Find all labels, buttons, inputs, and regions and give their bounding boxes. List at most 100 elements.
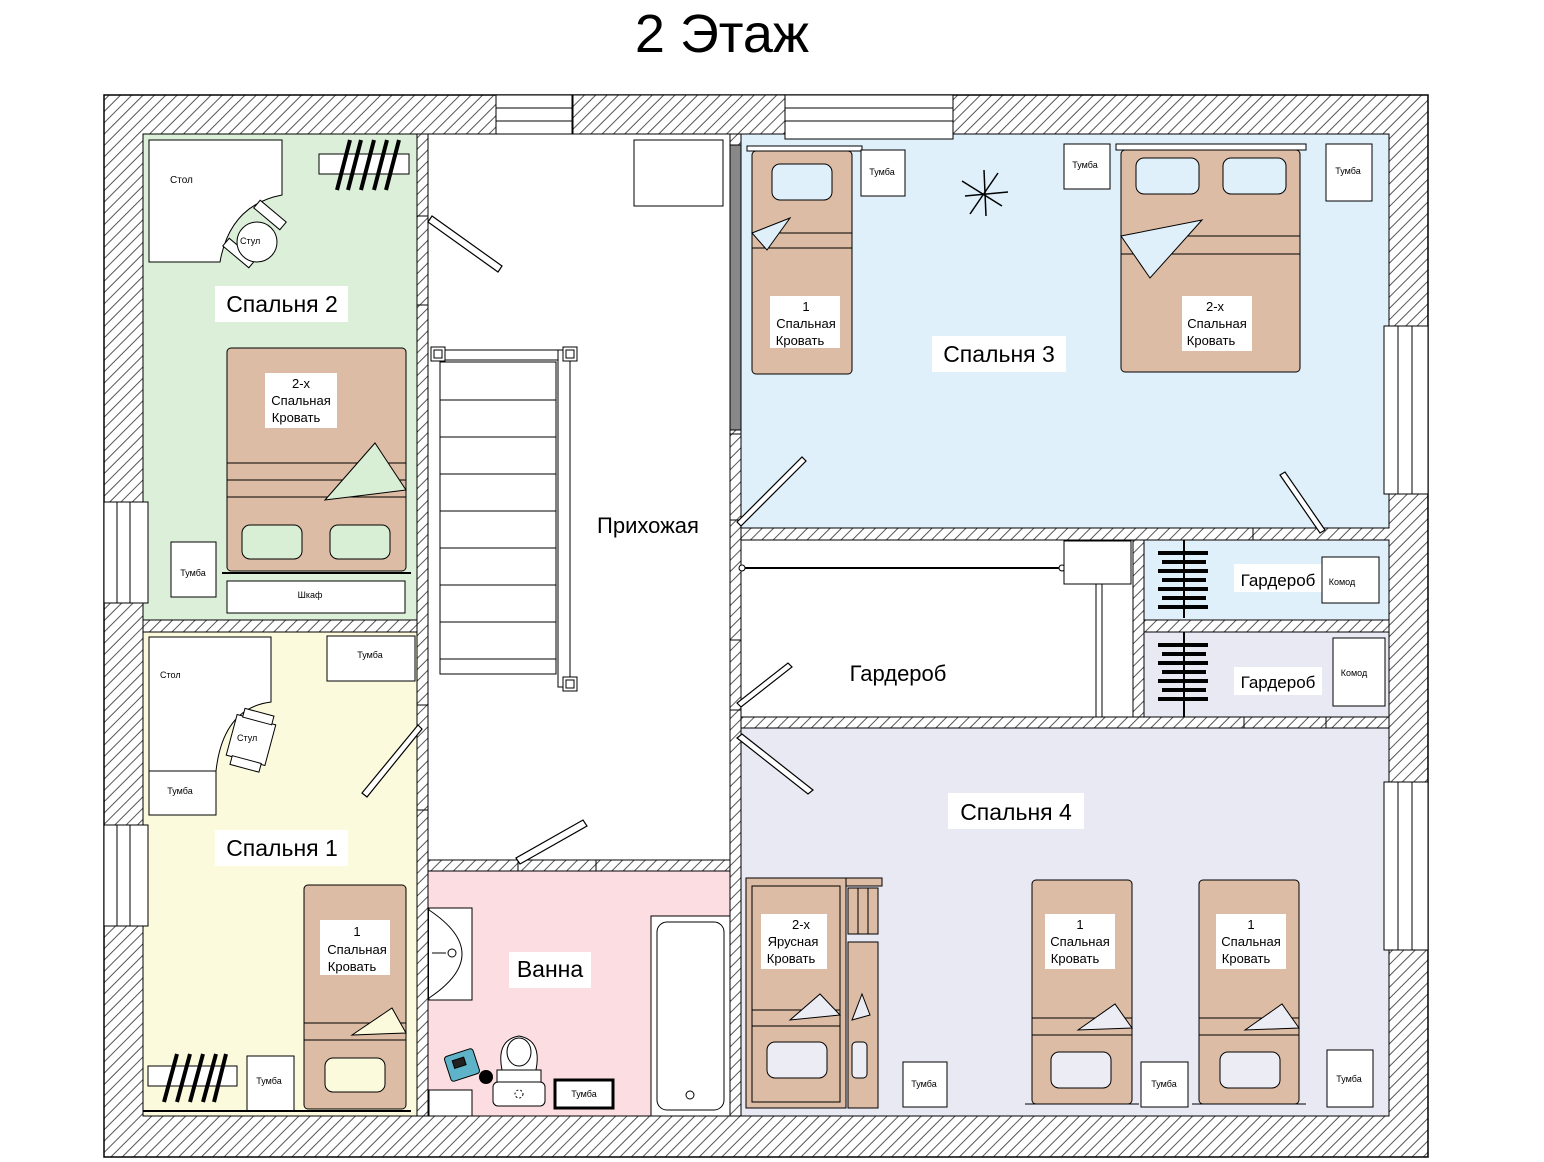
bedroom3-tumba-2 <box>1063 143 1111 190</box>
bedroom4-label-bg <box>948 793 1084 829</box>
bedroom2-shkaf-label: Шкаф <box>298 590 323 600</box>
bedroom1-tumba-top-label: Тумба <box>357 650 382 660</box>
bedroom4-single-bed-2-label-1: 1 <box>1247 917 1254 932</box>
wall-hall-right-bot <box>729 709 742 1117</box>
wall-hall-left-top <box>416 133 429 217</box>
bedroom3-label: Спальня 3 <box>943 341 1055 367</box>
bedroom1-label: Спальня 1 <box>226 835 338 861</box>
wall-hall-bath-right <box>595 859 731 872</box>
bedroom4-tumba-1 <box>902 1061 948 1108</box>
bedroom4-single-bed-1-label-3: Кровать <box>1051 951 1100 966</box>
bedroom3-double-bed-label-3: Кровать <box>1187 333 1236 348</box>
bathroom-tumba <box>553 1078 615 1110</box>
bathroom-label: Ванна <box>517 956 584 982</box>
wall-hall-left-bot <box>416 809 429 1117</box>
bedroom4-bunk-bed-label-1: 2-х <box>792 917 811 932</box>
bedroom1-bed-label-2: Спальная <box>327 942 386 957</box>
wardrobe-a-komod <box>1321 556 1380 604</box>
bedroom2-desk-label: Стол <box>170 175 193 186</box>
windows <box>103 94 1429 951</box>
hall-label: Прихожая <box>597 513 699 538</box>
bedroom4-single-bed-1-label-2: Спальная <box>1050 934 1109 949</box>
bedroom1-tumba-desk-label: Тумба <box>167 786 192 796</box>
bedroom1-tumba-bottom <box>246 1055 295 1112</box>
bedroom2-bed-label-2: Спальная <box>271 393 330 408</box>
bedroom4-single-bed-2-label-3: Кровать <box>1222 951 1271 966</box>
bedroom4-tumba-3 <box>1326 1049 1374 1108</box>
bedroom1-label-bg <box>215 830 348 866</box>
wall-ward-vert <box>1132 539 1145 718</box>
bedroom2-tumba <box>170 541 217 598</box>
staircase <box>430 346 578 692</box>
bedroom2-chair-label: Стул <box>240 236 260 246</box>
bedroom3-tumba-3 <box>1325 143 1373 202</box>
bedroom4-single-bed-1 <box>1025 879 1139 1105</box>
wardrobe-a-label-bg <box>1234 564 1322 592</box>
bathroom-toilet <box>492 1035 546 1107</box>
wall-top-dark <box>572 94 786 135</box>
bedroom3-plant <box>961 169 1009 217</box>
bedroom3-tumba-1-label: Тумба <box>869 167 894 177</box>
wall-ward-bed4 <box>740 716 1245 729</box>
bathroom-bin <box>479 1070 493 1084</box>
bedroom1-bed-label-3: Кровать <box>328 959 377 974</box>
bedroom4-bunk-bed-label-bg <box>761 914 827 969</box>
bedroom3-double-bed-label-bg <box>1182 296 1252 351</box>
doors <box>361 215 1326 865</box>
wardrobe-a-komod-label: Комод <box>1329 577 1356 587</box>
wall-bed3-dark <box>729 144 742 431</box>
bedroom1-tumba-desk <box>148 770 217 816</box>
wall-hall-bath-left <box>427 859 519 872</box>
bedroom4-single-bed-2 <box>1192 879 1306 1105</box>
bedroom3-tumba-2-label: Тумба <box>1072 160 1097 170</box>
bedroom4-single-bed-1-label-1: 1 <box>1076 917 1083 932</box>
bedroom1-bed-label-1: 1 <box>353 924 360 939</box>
bathroom-cabinet <box>428 1089 473 1117</box>
wardrobe-b-label-bg <box>1234 667 1322 695</box>
bedroom1-chair <box>225 707 277 773</box>
bedroom4-label: Спальня 4 <box>960 799 1072 825</box>
bedroom3-double-bed <box>1115 143 1307 373</box>
wardrobe-main-label: Гардероб <box>850 661 947 686</box>
bedroom1-tumba-bottom-label: Тумба <box>256 1076 281 1086</box>
bedroom2-rack <box>318 139 410 191</box>
wardrobe-b-komod-label: Комод <box>1341 668 1368 678</box>
bedroom2-tumba-label: Тумба <box>180 568 205 578</box>
floor-title: 2 Этаж <box>635 4 809 64</box>
bedroom1-chair-label: Стул <box>237 733 257 743</box>
bedroom2-chair <box>222 199 287 269</box>
bedroom1-desk-label: Стол <box>160 670 181 680</box>
bedroom4-single-bed-2-label-2: Спальная <box>1221 934 1280 949</box>
wardrobe-b-label: Гардероб <box>1241 673 1316 692</box>
wall-hall-right-mid <box>729 519 742 641</box>
bedroom3-tumba-1 <box>860 149 906 197</box>
wardrobe-a-rack <box>1158 540 1208 618</box>
bedroom1-rack <box>147 1053 238 1103</box>
bedroom2-label: Спальня 2 <box>226 291 338 317</box>
bedroom3-single-bed-label-1: 1 <box>802 299 809 314</box>
bedroom3-single-bed-label-bg <box>770 296 840 348</box>
wall-ward-ab <box>1143 619 1390 633</box>
bedroom2-desk <box>148 139 283 263</box>
bedroom2-bed-label-1: 2-х <box>292 376 311 391</box>
bedroom1-bed <box>303 884 407 1110</box>
bedroom4-bunk-bed-label-2: Ярусная <box>768 934 819 949</box>
bedroom4-single-bed-1-label-bg <box>1045 914 1115 969</box>
bedroom3-single-bed-label-3: Кровать <box>776 333 825 348</box>
bedroom4-tumba-2 <box>1140 1061 1189 1108</box>
hall-cabinet <box>633 139 724 207</box>
wardrobe-main-rail <box>738 540 1132 718</box>
bedroom4-tumba-2-label: Тумба <box>1151 1079 1176 1089</box>
wardrobe-a-label: Гардероб <box>1241 571 1316 590</box>
wall-hall-left-mid <box>416 304 429 706</box>
bathroom-tub <box>650 915 731 1117</box>
bathroom-scale <box>443 1048 481 1082</box>
wall-bed2-bed1 <box>142 619 418 633</box>
wall-bed3-ward <box>740 527 1254 541</box>
bedroom2-bed-label-3: Кровать <box>272 410 321 425</box>
bedroom2-label-bg <box>215 286 348 322</box>
bedroom3-tumba-3-label: Тумба <box>1335 166 1360 176</box>
bathroom-tumba-label: Тумба <box>571 1089 596 1099</box>
wardrobe-b-rack <box>1158 632 1208 717</box>
